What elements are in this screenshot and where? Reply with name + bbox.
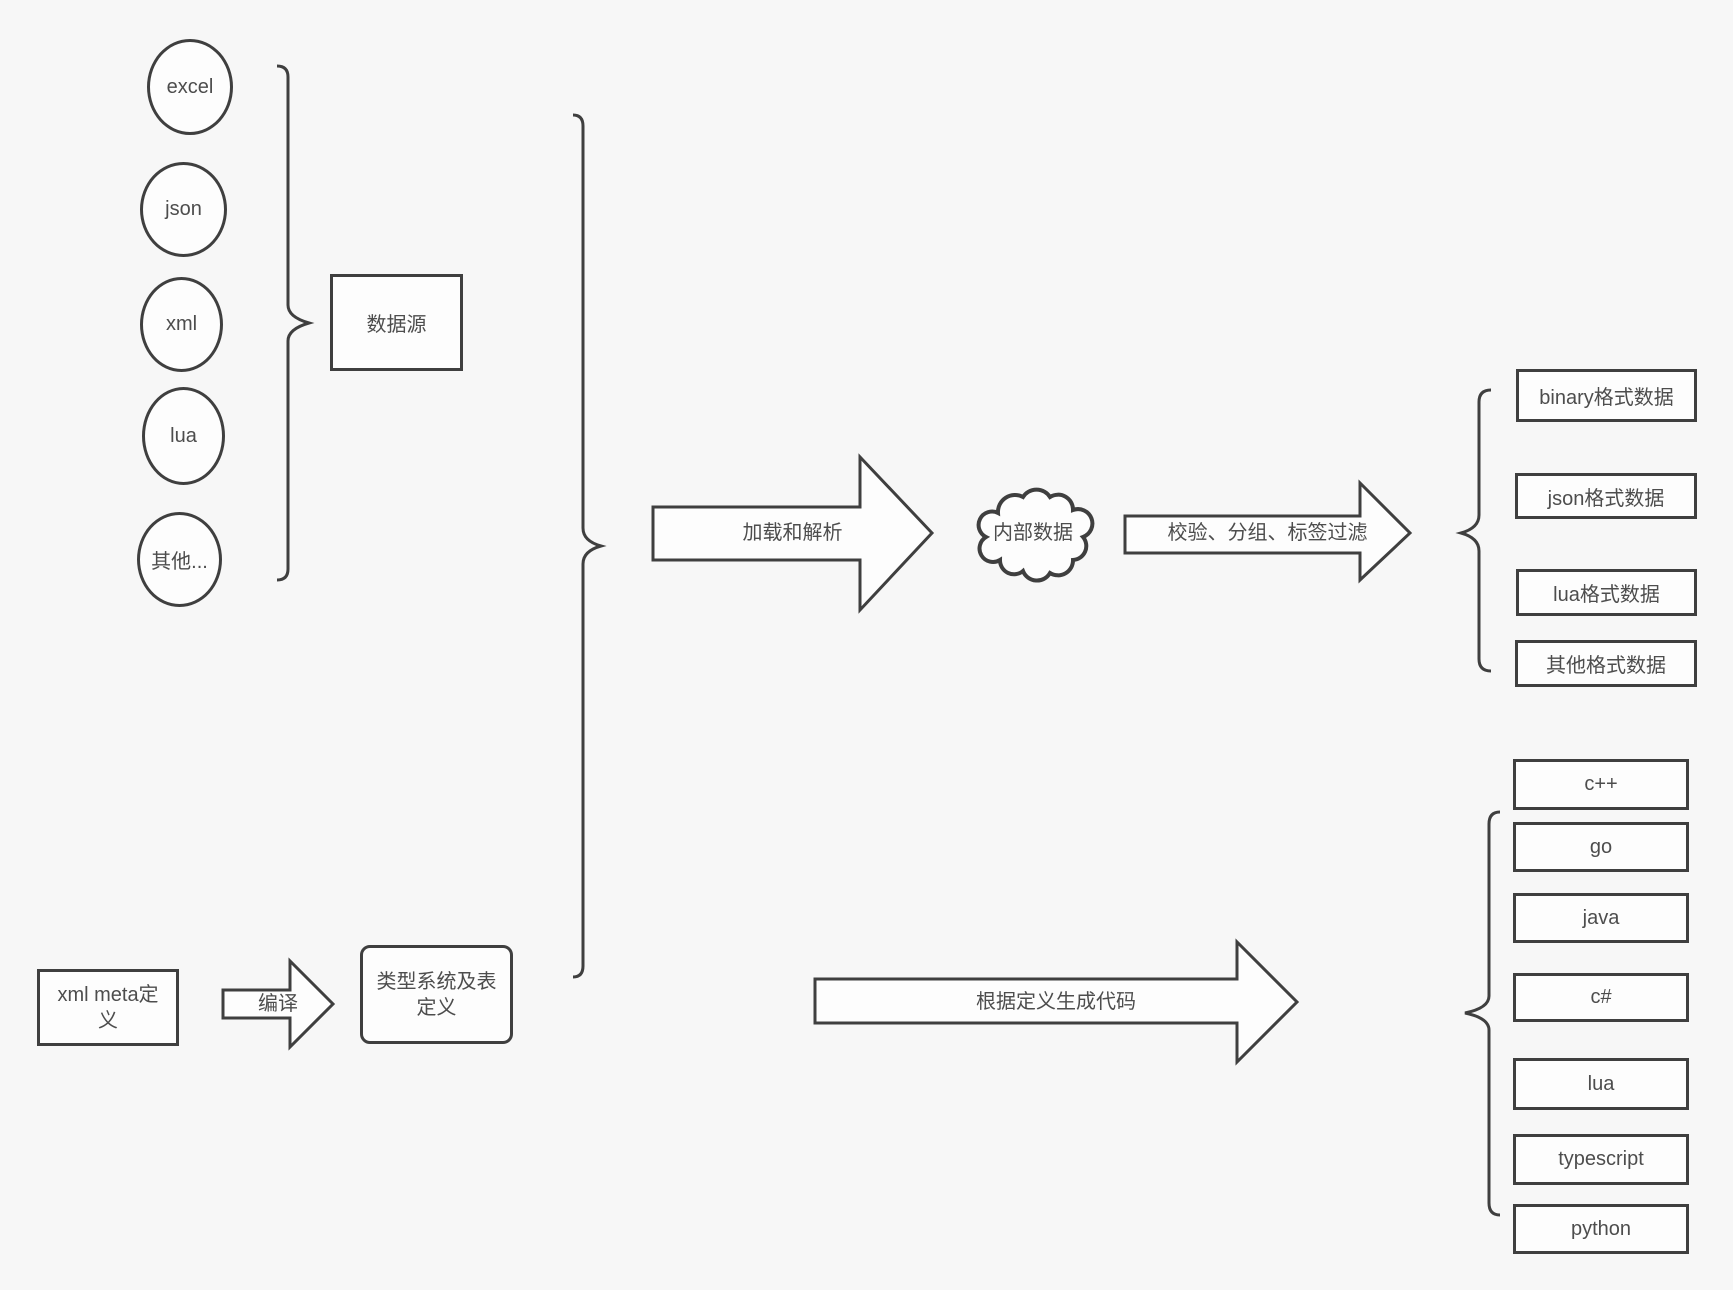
language-box-csharp: c# <box>1513 973 1689 1022</box>
formats-brace <box>1455 388 1492 673</box>
source-ellipse-xml: xml <box>140 277 223 372</box>
source-label: json <box>165 198 202 220</box>
language-label: python <box>1570 1217 1632 1240</box>
source-ellipse-lua: lua <box>142 387 225 485</box>
language-box-typescript: typescript <box>1513 1134 1689 1185</box>
data-source-box: 数据源 <box>330 274 463 371</box>
language-label: lua <box>1587 1072 1615 1095</box>
format-label: binary格式数据 <box>1539 387 1674 409</box>
format-label: lua格式数据 <box>1553 584 1660 606</box>
source-ellipse-excel: excel <box>147 39 233 135</box>
xml-meta-definition-box: xml meta定 义 <box>37 969 179 1046</box>
sources-brace <box>276 64 315 582</box>
type-system-line1: 类型系统及表 <box>376 970 497 993</box>
format-label: json格式数据 <box>1547 487 1665 510</box>
languages-brace <box>1464 810 1501 1217</box>
format-label: 其他格式数据 <box>1546 655 1666 677</box>
language-box-lua: lua <box>1513 1058 1689 1110</box>
language-label: c# <box>1590 986 1612 1008</box>
load-parse-arrow-shape <box>651 453 935 614</box>
language-label: c++ <box>1584 773 1618 795</box>
source-label: lua <box>170 424 197 447</box>
data-source-label: 数据源 <box>366 314 427 336</box>
format-box-lua: lua格式数据 <box>1516 569 1697 616</box>
format-box-other: 其他格式数据 <box>1515 640 1697 687</box>
source-ellipse-json: json <box>140 162 227 257</box>
xml-meta-line2: 义 <box>98 1009 118 1032</box>
compile-arrow-shape <box>221 957 336 1051</box>
filter-arrow-shape <box>1123 479 1413 584</box>
language-label: java <box>1582 906 1620 929</box>
format-box-json: json格式数据 <box>1515 473 1697 519</box>
source-ellipse-other: 其他... <box>137 512 222 607</box>
language-box-java: java <box>1513 893 1689 943</box>
internal-data-cloud-shape <box>976 487 1095 583</box>
language-label: typescript <box>1558 1148 1644 1170</box>
language-box-cpp: c++ <box>1513 759 1689 810</box>
pipeline-input-brace <box>572 113 607 979</box>
format-box-binary: binary格式数据 <box>1516 369 1697 422</box>
type-system-box: 类型系统及表 定义 <box>360 945 513 1044</box>
source-label: excel <box>166 75 214 98</box>
type-system-line2: 定义 <box>416 996 457 1019</box>
xml-meta-line1: xml meta定 <box>57 983 159 1006</box>
language-label: go <box>1589 835 1613 858</box>
language-box-python: python <box>1513 1204 1689 1254</box>
source-label: 其他... <box>151 551 208 573</box>
language-box-go: go <box>1513 822 1689 872</box>
codegen-arrow-shape <box>813 938 1300 1066</box>
source-label: xml <box>165 313 198 335</box>
